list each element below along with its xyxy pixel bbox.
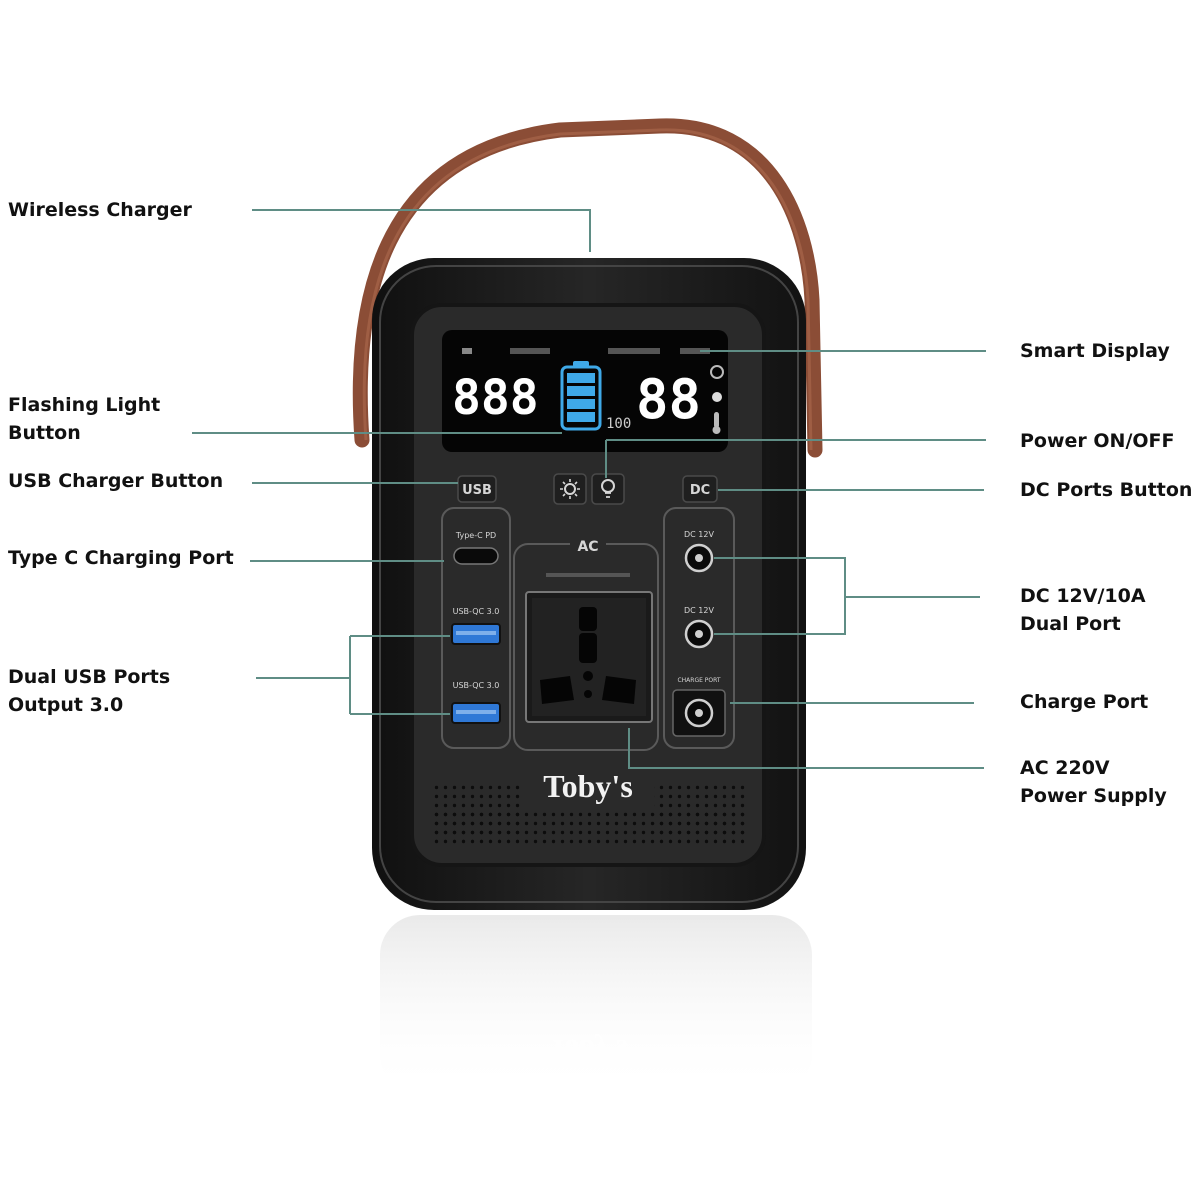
callout-usb-charger-button: USB Charger Button xyxy=(8,467,223,495)
dc-button-label: DC xyxy=(690,483,710,498)
light-button[interactable] xyxy=(592,474,624,504)
display-right-readout: 88 xyxy=(636,368,701,431)
dc-12v-label-1: DC 12V xyxy=(684,530,714,539)
type-c-port[interactable] xyxy=(454,548,498,564)
ac-label: AC xyxy=(577,539,598,555)
brand-logo: Toby's xyxy=(543,768,633,804)
usb-qc-label-2: USB-QC 3.0 xyxy=(453,681,500,690)
callout-flashing-light-button: Flashing Light Button xyxy=(8,391,160,447)
dc-12v-label-2: DC 12V xyxy=(684,606,714,615)
usb-button-label: USB xyxy=(462,483,492,498)
callout-dual-usb-ports: Dual USB Ports Output 3.0 xyxy=(8,663,170,719)
status-dot-icon xyxy=(712,392,722,402)
callout-power-on-off: Power ON/OFF xyxy=(1020,427,1175,455)
callout-charge-port: Charge Port xyxy=(1020,688,1148,716)
usb-qc-label-1: USB-QC 3.0 xyxy=(453,607,500,616)
charge-port-label: CHARGE PORT xyxy=(677,677,720,684)
type-c-label: Type-C PD xyxy=(455,531,496,540)
thermometer-icon xyxy=(714,412,719,428)
svg-text:Toby's: Toby's xyxy=(549,1033,627,1064)
callout-ac-power-supply: AC 220V Power Supply xyxy=(1020,754,1167,810)
callout-dc-dual-port: DC 12V/10A Dual Port xyxy=(1020,582,1146,638)
callout-dc-ports-button: DC Ports Button xyxy=(1020,476,1192,504)
callout-smart-display: Smart Display xyxy=(1020,337,1170,365)
callout-type-c-port: Type C Charging Port xyxy=(8,544,234,572)
display-left-readout: 888 xyxy=(452,370,539,426)
callout-wireless-charger: Wireless Charger xyxy=(8,196,192,224)
flashing-light-button[interactable] xyxy=(554,474,586,504)
floor-reflection: Toby's xyxy=(380,915,812,1095)
display-small-readout: 100 xyxy=(606,416,631,432)
